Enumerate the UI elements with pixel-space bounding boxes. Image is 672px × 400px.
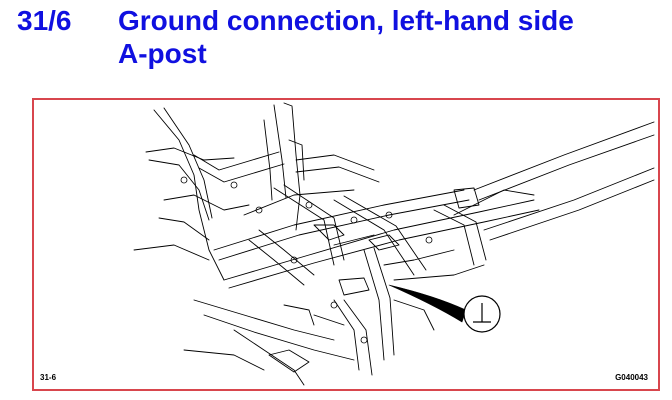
left-bodyside [133, 107, 285, 281]
title-line-2: A-post [118, 38, 207, 69]
right-sill [453, 121, 655, 241]
section-number: 31/6 [17, 5, 72, 36]
a-post-pillar [263, 102, 380, 231]
ground-symbol-icon [463, 295, 501, 333]
figure-label-right: G040043 [615, 373, 648, 382]
lower-structure [183, 277, 435, 386]
chassis-line-drawing [133, 102, 655, 386]
page-title: Ground connection, left-hand side A-post [118, 4, 658, 70]
figure-label-left: 31-6 [40, 373, 57, 382]
bolt-heads [180, 176, 433, 344]
illustration-frame: 31-6 G040043 [32, 98, 660, 391]
floor-rails [213, 184, 540, 361]
title-line-1: Ground connection, left-hand side [118, 5, 574, 36]
